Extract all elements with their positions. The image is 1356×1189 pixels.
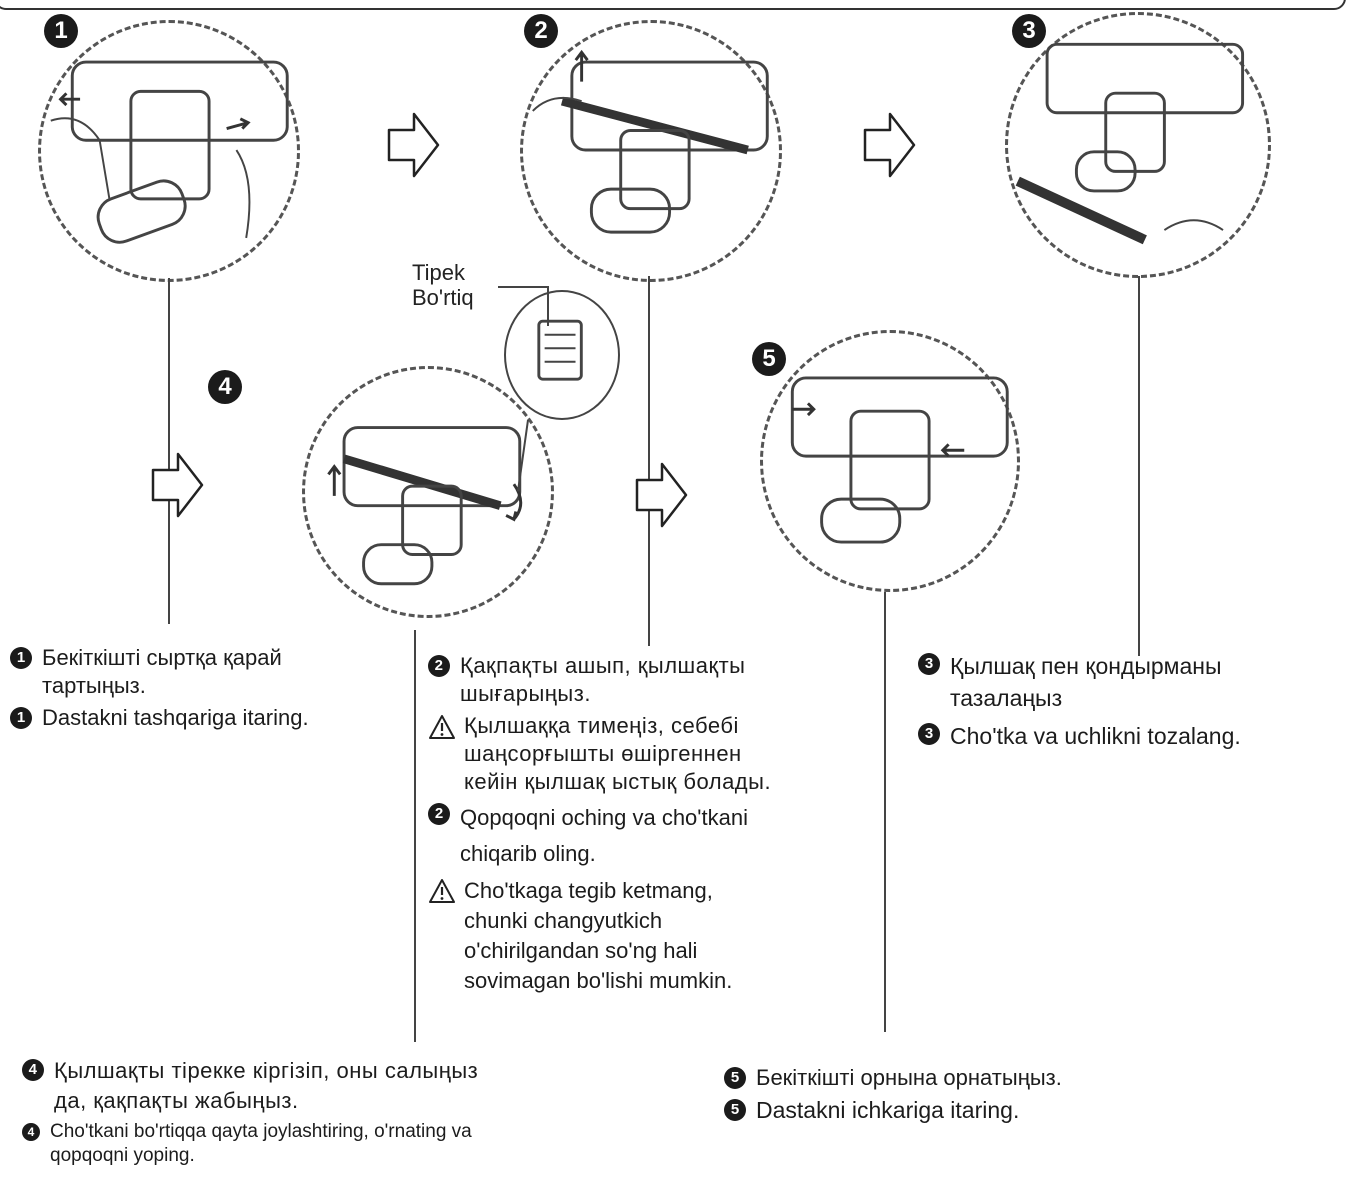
step-bullet-2: 2 [428, 803, 450, 825]
instruction-block-2: 2 Қақпақты ашып, қылшақты шығарыңыз. Қыл… [428, 652, 898, 1000]
instruction-3-kk: 3 Қылшақ пен қондырманы тазалаңыз [918, 650, 1354, 714]
flow-arrow-to-4 [150, 450, 206, 520]
warning-2-uz-text: Cho'tkaga tegib ketmang, chunki changyut… [464, 878, 733, 993]
vacuum-nozzle-brush-insert-illustration [327, 426, 523, 586]
instruction-3-uz: 3 Cho'tka va uchlikni tozalang. [918, 720, 1354, 752]
right-arrow-icon [387, 112, 440, 178]
instruction-4-kk-text: Қылшақты тірекке кіргізіп, оны салыңыз д… [54, 1058, 479, 1113]
vacuum-nozzle-latch-illustration [790, 376, 1009, 544]
warning-triangle-icon [429, 715, 455, 739]
step1-illustration [38, 20, 300, 282]
connector-line-4 [414, 630, 416, 1042]
callout-line-1: Tipek [412, 260, 465, 285]
instruction-3-uz-text: Cho'tka va uchlikni tozalang. [950, 723, 1241, 749]
step4-illustration [302, 366, 554, 618]
flow-arrow-2-3 [862, 110, 918, 180]
instruction-block-4: 4 Қылшақты тірекке кіргізіп, оны салыңыз… [22, 1056, 682, 1172]
instruction-block-5: 5 Бекіткішті орнына орнатыңыз. 5 Dastakn… [724, 1064, 1284, 1128]
step-bullet-3: 3 [918, 723, 940, 745]
brush-support-detail-illustration [537, 319, 583, 381]
instruction-5-kk-text: Бекіткішті орнына орнатыңыз. [756, 1065, 1062, 1090]
callout-label: Tipek Bo'rtiq [412, 260, 474, 310]
instruction-2-kk-text: Қақпақты ашып, қылшақты шығарыңыз. [460, 653, 746, 706]
connector-line-5 [884, 592, 886, 1032]
instruction-1-kk-text: Бекіткішті сыртқа қарай тартыңыз. [42, 645, 282, 698]
step-number-3: 3 [1012, 14, 1046, 48]
instruction-5-kk: 5 Бекіткішті орнына орнатыңыз. [724, 1064, 1284, 1092]
step-number-2: 2 [524, 14, 558, 48]
step-number-4: 4 [208, 370, 242, 404]
instruction-1-kk: 1 Бекіткішті сыртқа қарай тартыңыз. [10, 644, 410, 700]
step-bullet-5: 5 [724, 1067, 746, 1089]
vacuum-nozzle-brush-illustration [532, 49, 769, 234]
step-number-5: 5 [752, 342, 786, 376]
right-arrow-icon [635, 462, 688, 528]
vacuum-nozzle-illustration [50, 60, 289, 244]
right-arrow-icon [151, 452, 204, 518]
instruction-4-uz: 4 Cho'tkani bo'rtiqqa qayta joylashtirin… [22, 1120, 682, 1168]
step-bullet-1: 1 [10, 647, 32, 669]
instruction-block-3: 3 Қылшақ пен қондырманы тазалаңыз 3 Cho'… [918, 650, 1354, 756]
instruction-3-kk-text: Қылшақ пен қондырманы тазалаңыз [950, 653, 1222, 711]
instruction-5-uz-text: Dastakni ichkariga itaring. [756, 1097, 1020, 1123]
step-bullet-1: 1 [10, 707, 32, 729]
flow-arrow-1-2 [386, 110, 442, 180]
instruction-4-kk: 4 Қылшақты тірекке кіргізіп, оны салыңыз… [22, 1056, 682, 1116]
callout-leader-v [547, 286, 549, 326]
connector-line-2 [648, 276, 650, 646]
detail-inset-circle [504, 290, 620, 420]
instruction-5-uz: 5 Dastakni ichkariga itaring. [724, 1096, 1284, 1124]
step-bullet-4: 4 [22, 1123, 40, 1141]
vacuum-nozzle-cleaning-illustration [1015, 42, 1245, 245]
warning-triangle-icon [429, 879, 455, 903]
top-frame-border [0, 0, 1346, 10]
instruction-1-uz-text: Dastakni tashqariga itaring. [42, 705, 309, 730]
warning-2-kk: Қылшаққа тимеңіз, себебі шаңсорғышты өші… [428, 712, 898, 796]
step2-illustration [520, 20, 782, 282]
step5-illustration [760, 330, 1020, 592]
instruction-2-kk: 2 Қақпақты ашып, қылшақты шығарыңыз. [428, 652, 898, 708]
step-bullet-5: 5 [724, 1099, 746, 1121]
connector-line-1 [168, 278, 170, 624]
right-arrow-icon [863, 112, 916, 178]
instruction-4-uz-text: Cho'tkani bo'rtiqqa qayta joylashtiring,… [50, 1121, 472, 1166]
callout-leader-h [498, 286, 548, 288]
warning-2-kk-text: Қылшаққа тимеңіз, себебі шаңсорғышты өші… [464, 713, 772, 794]
instruction-2-uz-text: Qopqoqni oching va cho'tkani chiqarib ol… [460, 805, 748, 866]
instruction-2-uz: 2 Qopqoqni oching va cho'tkani chiqarib … [428, 800, 898, 872]
flow-arrow-4-5 [634, 460, 690, 530]
step-bullet-2: 2 [428, 655, 450, 677]
callout-line-2: Bo'rtiq [412, 285, 474, 310]
connector-line-3 [1138, 276, 1140, 656]
step3-illustration [1005, 12, 1271, 278]
step-bullet-4: 4 [22, 1059, 44, 1081]
warning-2-uz: Cho'tkaga tegib ketmang, chunki changyut… [428, 876, 898, 996]
step-bullet-3: 3 [918, 653, 940, 675]
instruction-block-1: 1 Бекіткішті сыртқа қарай тартыңыз. 1 Da… [10, 644, 410, 736]
instruction-1-uz: 1 Dastakni tashqariga itaring. [10, 704, 410, 732]
step-number-1: 1 [44, 14, 78, 48]
